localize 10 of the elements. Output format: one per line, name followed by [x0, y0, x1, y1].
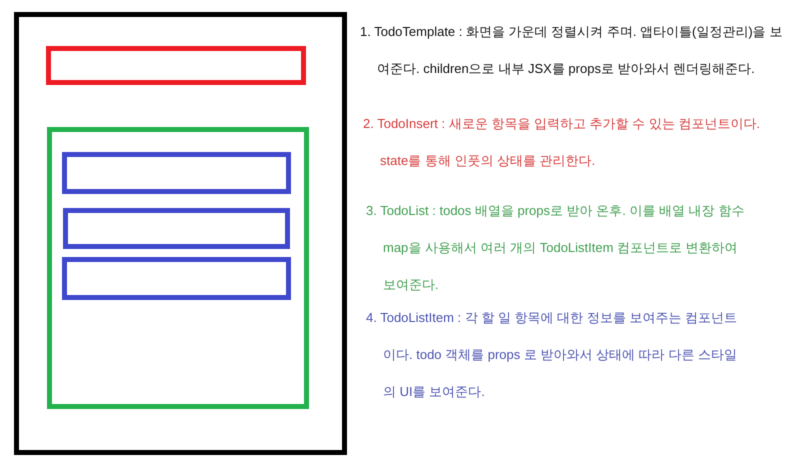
description-text: 3. TodoList : todos 배열을 props로 받아 온후. 이를 배열 내장 함수 map을 사용해서 여러 개의 TodoListItem 컴포넌트로 변환하여 보여준다. — [366, 202, 746, 294]
top-rectangle — [46, 46, 306, 85]
container-rectangle — [47, 127, 309, 409]
inner-rectangle — [63, 208, 290, 249]
inner-rectangle — [62, 152, 291, 194]
description-text: 1. TodoTemplate : 화면을 가운데 정렬시켜 주며. 앱타이틀(일정관리)을 보여준다. children으로 내부 JSX를 props로 받아와서 렌더링해준다. — [360, 23, 784, 78]
description-text: 4. TodoListItem : 각 할 일 항목에 대한 정보를 보여주는 컴포넌트이다. todo 객체를 props 로 받아와서 상태에 따라 다른 스타일의 UI를 보여준다. — [366, 309, 738, 401]
inner-rectangle — [62, 257, 291, 300]
outer-rectangle — [14, 12, 347, 455]
description-text: 2. TodoInsert : 새로운 항목을 입력하고 추가할 수 있는 컴포넌트이다. state를 통해 인풋의 상태를 관리한다. — [363, 115, 762, 170]
